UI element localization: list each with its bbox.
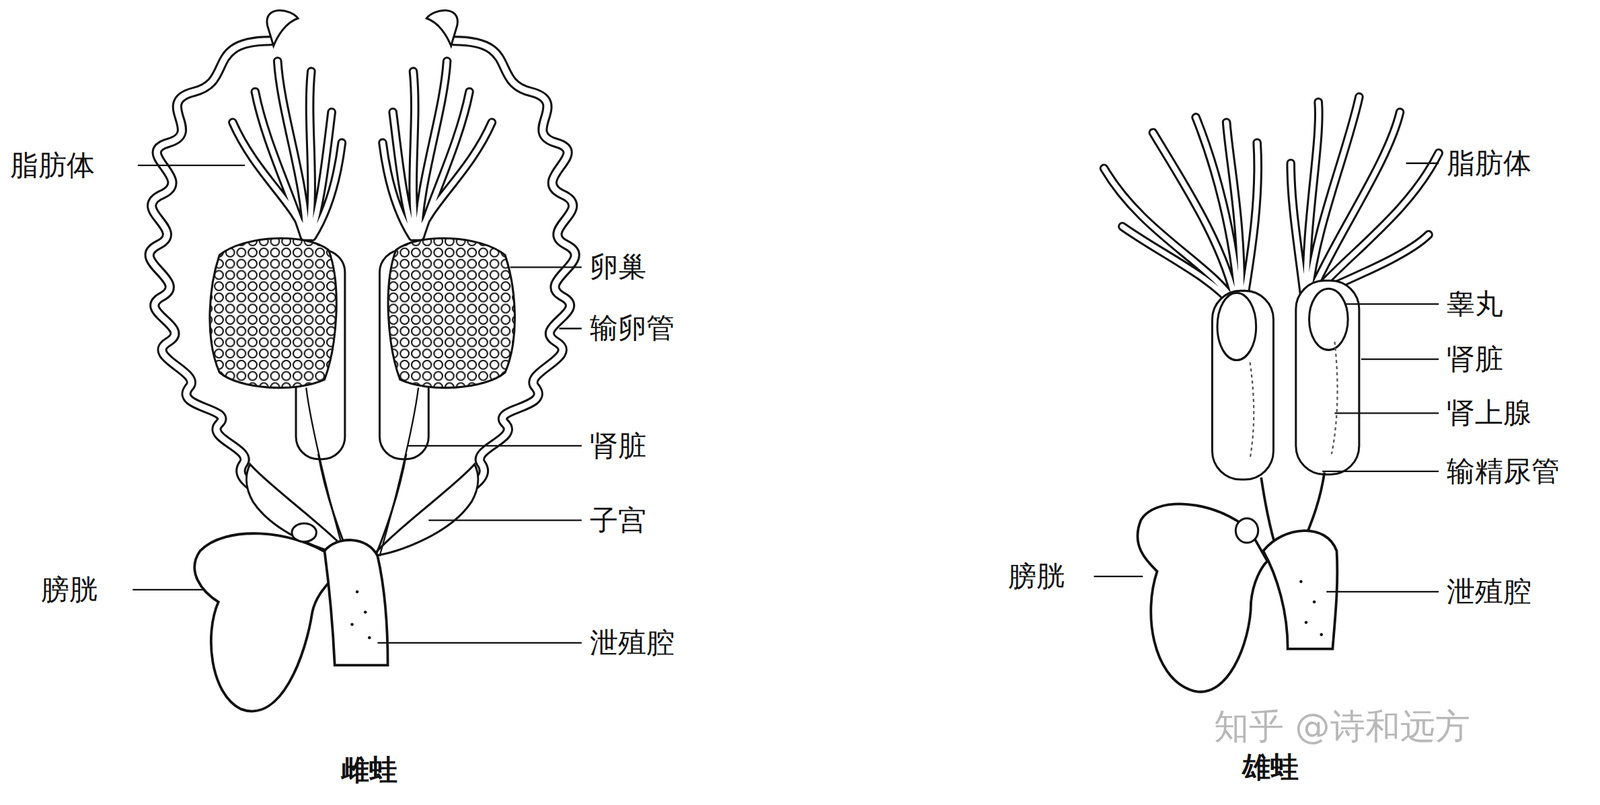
part-label: 膀胱 xyxy=(1008,559,1065,594)
part-label: 脂肪体 xyxy=(1446,146,1532,181)
leader-lines xyxy=(132,163,1439,643)
part-label: 输卵管 xyxy=(589,311,675,346)
part-label: 膀胱 xyxy=(41,573,98,607)
part-label: 泄殖腔 xyxy=(1446,575,1532,609)
part-label: 泄殖腔 xyxy=(589,626,675,660)
part-label: 肾脏 xyxy=(589,429,647,463)
part-label: 子宫 xyxy=(589,503,647,538)
watermark: 知乎 @诗和远方 xyxy=(1213,707,1471,746)
part-label: 脂肪体 xyxy=(10,148,95,183)
part-label: 肾上腺 xyxy=(1446,396,1532,430)
part-label: 输精尿管 xyxy=(1446,454,1560,489)
part-label: 卵巢 xyxy=(589,250,647,284)
figure-caption: 雄蛙 xyxy=(1242,750,1299,785)
part-label: 肾脏 xyxy=(1446,342,1504,376)
figure-caption: 雌蛙 xyxy=(340,753,398,787)
part-label: 睾丸 xyxy=(1446,287,1504,321)
